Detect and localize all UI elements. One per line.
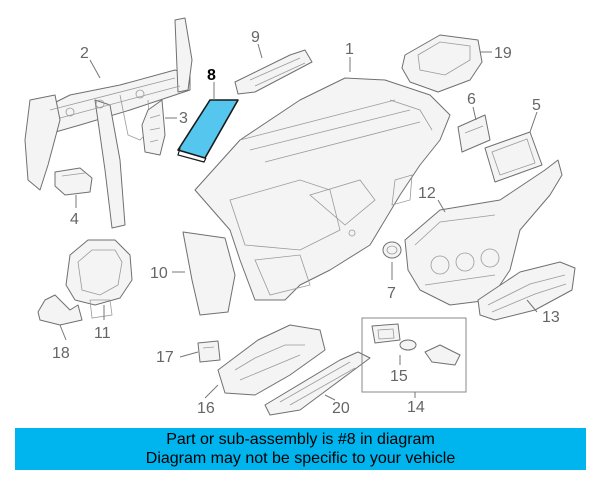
parts-diagram: 1 2 3 4 5 6 7 8 9 10 11 12 13 14 15 16 1… bbox=[24, 17, 576, 417]
part-1-instrument-panel bbox=[194, 77, 451, 301]
part-8-shape bbox=[177, 99, 239, 159]
part-8-highlighted bbox=[177, 99, 239, 163]
callout-12: 12 bbox=[418, 185, 436, 202]
callout-labels: 1 2 3 4 5 6 7 8 9 10 11 12 13 14 15 16 1… bbox=[52, 29, 560, 417]
leader-lines bbox=[59, 43, 538, 401]
banner-line-2: Diagram may not be specific to your vehi… bbox=[145, 450, 456, 467]
part-2-cross-car-beam bbox=[24, 17, 193, 229]
part-3-bracket bbox=[141, 99, 166, 156]
callout-19: 19 bbox=[494, 45, 512, 62]
callout-4: 4 bbox=[70, 211, 79, 228]
callout-17: 17 bbox=[156, 349, 174, 366]
callout-9: 9 bbox=[251, 29, 260, 46]
callout-5: 5 bbox=[532, 97, 541, 114]
part-10-side-panel bbox=[182, 231, 236, 316]
callout-13: 13 bbox=[542, 309, 560, 326]
callout-1: 1 bbox=[345, 41, 354, 58]
callout-2: 2 bbox=[80, 45, 89, 62]
callout-18: 18 bbox=[52, 345, 70, 362]
part-16-console-frame bbox=[217, 324, 326, 396]
part-7-knob bbox=[382, 241, 402, 259]
callout-16: 16 bbox=[197, 400, 215, 417]
part-15-switch bbox=[371, 323, 417, 351]
part-9-vent-panel bbox=[234, 49, 313, 95]
callout-8: 8 bbox=[207, 67, 216, 84]
part-18-bracket bbox=[37, 294, 83, 326]
part-5-panel bbox=[484, 131, 543, 183]
callout-15: 15 bbox=[390, 368, 408, 385]
part-12-center-bezel bbox=[404, 159, 563, 306]
callout-20: 20 bbox=[332, 400, 350, 417]
part-11-instrument-cluster bbox=[65, 239, 133, 319]
part-6-bracket bbox=[457, 114, 491, 153]
part-19-display bbox=[401, 34, 483, 93]
callout-7: 7 bbox=[387, 285, 396, 302]
callout-6: 6 bbox=[467, 91, 476, 108]
banner-line-1: Part or sub-assembly is #8 in diagram bbox=[166, 431, 435, 448]
info-banner: Part or sub-assembly is #8 in diagram Di… bbox=[15, 428, 586, 470]
callout-11: 11 bbox=[94, 325, 111, 342]
callout-10: 10 bbox=[150, 265, 168, 282]
callout-3: 3 bbox=[179, 110, 188, 127]
part-20-console-trim bbox=[264, 351, 371, 416]
part-13-control-unit bbox=[477, 261, 576, 321]
part-4-sensor bbox=[54, 167, 93, 196]
part-14-switch-kit bbox=[361, 317, 467, 393]
part-17-switch bbox=[197, 340, 221, 363]
callout-14: 14 bbox=[407, 399, 425, 416]
